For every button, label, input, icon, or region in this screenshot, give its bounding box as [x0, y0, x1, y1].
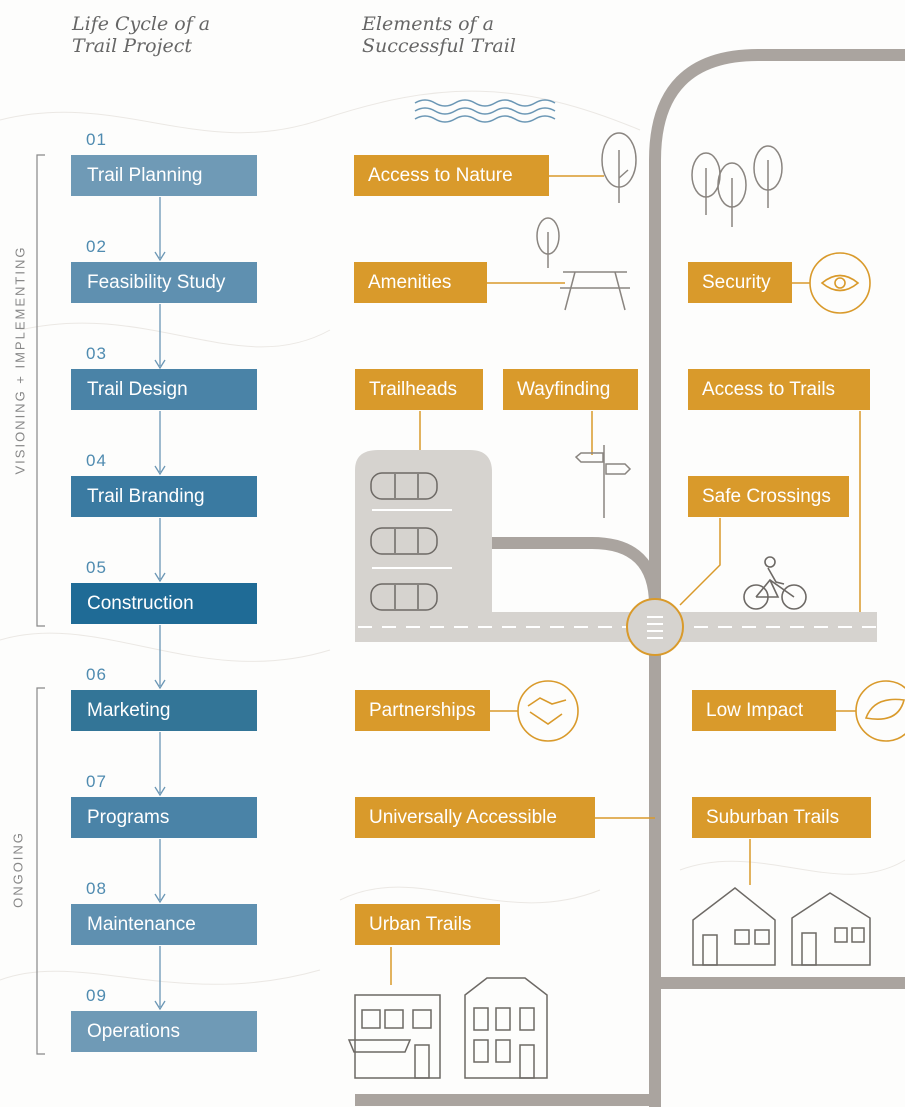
handshake-icon: [517, 680, 579, 742]
townhouse-icon: [464, 977, 548, 1079]
parking-lot: [355, 450, 492, 615]
house-icon: [692, 887, 776, 966]
car-icon: [370, 527, 438, 555]
step-number: 01: [86, 130, 107, 149]
element-urban-trails: Urban Trails: [355, 904, 500, 945]
lifecycle-heading: Life Cycle of a Trail Project: [72, 13, 211, 57]
step-construction: Construction: [71, 583, 257, 624]
element-access-to-nature: Access to Nature: [354, 155, 549, 196]
leaf-icon: [855, 680, 905, 742]
house-icon: [791, 892, 871, 966]
element-access-to-trails: Access to Trails: [688, 369, 870, 410]
car-icon: [370, 472, 438, 500]
step-programs: Programs: [71, 797, 257, 838]
step-number: 09: [86, 986, 107, 1005]
water-waves-icon: [414, 99, 556, 123]
topographic-texture: [0, 90, 905, 985]
step-number: 03: [86, 344, 107, 363]
element-low-impact: Low Impact: [692, 690, 836, 731]
step-number: 04: [86, 451, 107, 470]
phase-label-ongoing: ONGOING: [10, 831, 26, 908]
tree-icon: [601, 132, 637, 203]
element-security: Security: [688, 262, 792, 303]
element-trailheads: Trailheads: [355, 369, 483, 410]
connectors: [390, 175, 861, 985]
cyclist-icon: [743, 556, 807, 610]
elements-heading: Elements of a Successful Trail: [362, 13, 516, 57]
step-number: 07: [86, 772, 107, 791]
step-operations: Operations: [71, 1011, 257, 1052]
element-universally-accessible: Universally Accessible: [355, 797, 595, 838]
trees-icon: [691, 145, 783, 227]
step-number: 08: [86, 879, 107, 898]
car-icon: [370, 583, 438, 611]
storefront-icon: [347, 994, 441, 1079]
signpost-icon: [574, 445, 632, 518]
element-amenities: Amenities: [354, 262, 487, 303]
step-feasibility-study: Feasibility Study: [71, 262, 257, 303]
eye-icon: [809, 252, 871, 314]
step-number: 05: [86, 558, 107, 577]
element-wayfinding: Wayfinding: [503, 369, 638, 410]
picnic-table-icon: [560, 271, 630, 311]
phase-label-visioning: VISIONING + IMPLEMENTING: [12, 245, 28, 475]
crossing-road: [355, 598, 877, 656]
step-trail-planning: Trail Planning: [71, 155, 257, 196]
element-partnerships: Partnerships: [355, 690, 490, 731]
phase-brackets: [36, 154, 45, 1055]
step-number: 06: [86, 665, 107, 684]
tree-icon: [536, 217, 560, 268]
step-marketing: Marketing: [71, 690, 257, 731]
step-trail-design: Trail Design: [71, 369, 257, 410]
element-suburban-trails: Suburban Trails: [692, 797, 871, 838]
element-safe-crossings: Safe Crossings: [688, 476, 849, 517]
step-arrows: [154, 197, 166, 1011]
step-number: 02: [86, 237, 107, 256]
main-road: [355, 49, 905, 1107]
step-trail-branding: Trail Branding: [71, 476, 257, 517]
step-maintenance: Maintenance: [71, 904, 257, 945]
